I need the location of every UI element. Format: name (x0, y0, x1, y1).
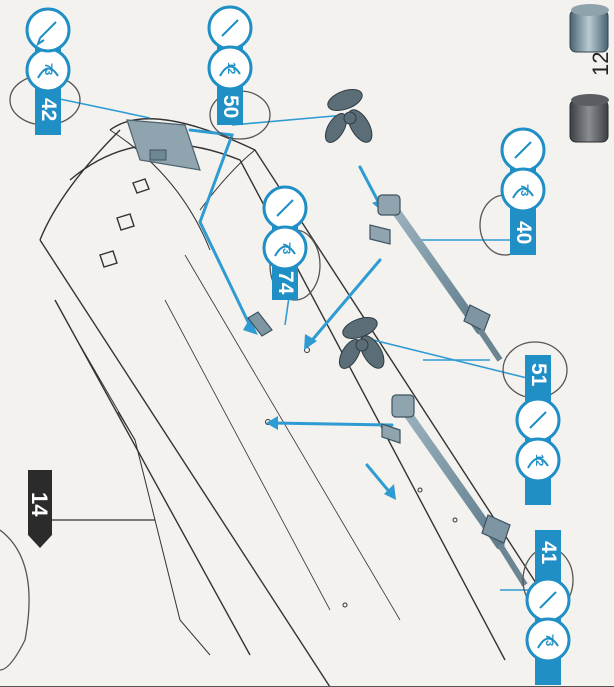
paint-jar-73 (569, 4, 609, 53)
part-74-clip (247, 311, 273, 337)
callout-40-number: 40 (512, 221, 535, 244)
callout-part-41 (525, 530, 571, 685)
part-42-plate (126, 119, 201, 171)
assembly-arrows (188, 128, 394, 497)
brush-icon (527, 457, 549, 469)
callout-50-number: 50 (219, 95, 242, 118)
hull (0, 118, 614, 687)
step-14-marker (28, 470, 52, 548)
paint-jar-12 (569, 94, 609, 143)
mount-holes (265, 347, 458, 608)
callout-part-51 (515, 355, 561, 505)
callout-part-42 (25, 7, 71, 135)
brush-icon (221, 19, 239, 37)
callout-51-paint: 12 (533, 454, 545, 466)
callout-part-40 (500, 127, 546, 255)
brush-icon (529, 411, 547, 429)
pencil-circles (0, 74, 574, 671)
jar-12-label: 12 (588, 52, 613, 76)
shaft-40 (369, 194, 503, 362)
brush-icon (37, 67, 59, 79)
propeller-50 (324, 89, 373, 143)
callout-74-number: 74 (274, 271, 297, 295)
callout-part-74 (262, 185, 308, 300)
brush-icon (274, 245, 296, 257)
callout-50-paint: 12 (225, 62, 237, 74)
step-leader (39, 500, 155, 521)
tower-windows (99, 178, 150, 268)
brush-icon (514, 141, 532, 159)
callout-41-paint: 73 (543, 634, 555, 646)
propeller-51 (338, 317, 385, 369)
callout-part-50 (207, 5, 253, 125)
callout-41-number: 41 (537, 541, 560, 565)
brush-icon (512, 187, 534, 199)
brush-icon (539, 591, 557, 609)
brush-icon (36, 21, 57, 47)
brush-icon (276, 199, 294, 217)
brush-icon (537, 637, 559, 649)
shaft-41 (381, 394, 528, 587)
callout-42-paint: 73 (42, 63, 54, 75)
step-number: 14 (27, 492, 52, 517)
callout-42-number: 42 (37, 98, 60, 121)
callout-74-paint: 73 (280, 242, 292, 254)
callout-51-number: 51 (527, 363, 550, 387)
callout-40-paint: 73 (518, 184, 530, 196)
brush-icon (219, 65, 241, 77)
